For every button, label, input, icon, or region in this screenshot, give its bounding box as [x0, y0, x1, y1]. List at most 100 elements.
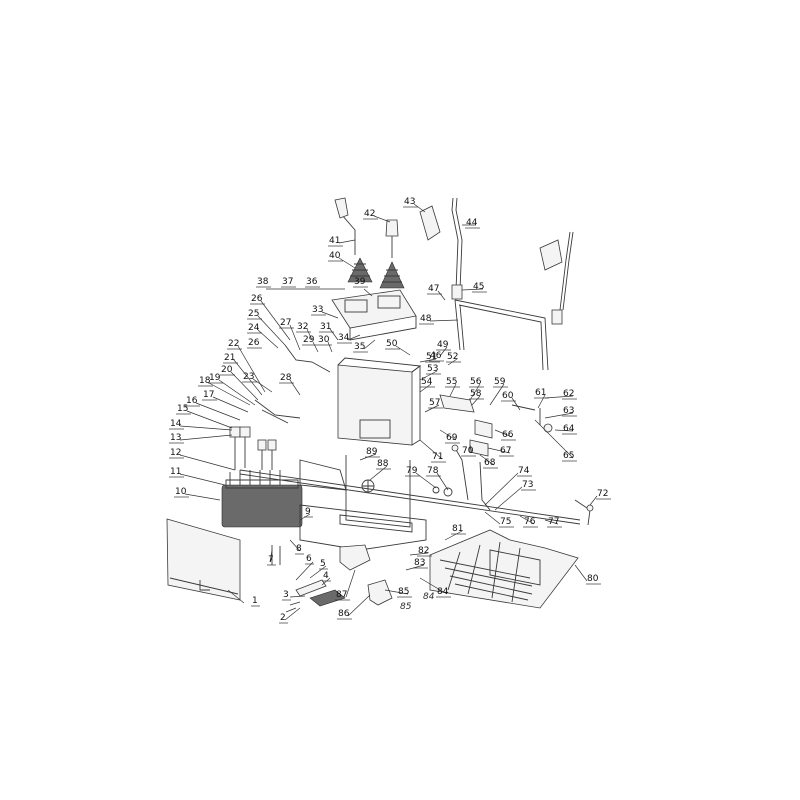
callout-80: 80: [587, 574, 599, 584]
support-bar: [451, 197, 463, 291]
callout-44: 44: [466, 218, 478, 228]
callout-66: 66: [502, 430, 514, 440]
callout-53: 53: [427, 364, 438, 374]
joystick-handles: [334, 197, 399, 258]
wire-harness: [361, 479, 375, 493]
callout-8: 8: [296, 544, 302, 554]
callout-81: 81: [452, 524, 463, 534]
callout-41: 41: [329, 236, 340, 246]
callout-30: 30: [318, 335, 330, 345]
callout-46: 46: [430, 351, 442, 361]
callout-68: 68: [484, 458, 496, 468]
callout-1: 1: [252, 596, 258, 606]
callout-42: 42: [364, 209, 375, 219]
callout-12: 12: [170, 448, 181, 458]
callout-5: 5: [320, 559, 326, 569]
callout-82: 82: [418, 546, 429, 556]
callout-79: 79: [406, 466, 418, 476]
callout-89: 89: [366, 447, 378, 457]
callout-6: 6: [306, 554, 312, 564]
callout-numbers: 1234567891011121314151617181920212223242…: [169, 197, 611, 624]
callout-48: 48: [420, 314, 432, 324]
callout-36: 36: [306, 277, 318, 287]
callout-14: 14: [170, 419, 182, 429]
callout-20: 20: [221, 365, 233, 375]
callout-50: 50: [386, 339, 398, 349]
callout-77: 77: [548, 517, 559, 527]
callout-55: 55: [446, 377, 457, 387]
callout-39: 39: [354, 277, 366, 287]
callout-71: 71: [432, 452, 443, 462]
callout-19: 19: [209, 373, 221, 383]
callout-63: 63: [563, 406, 574, 416]
callout-21: 21: [224, 353, 235, 363]
callout-87: 87: [336, 590, 347, 600]
callout-16: 16: [186, 396, 198, 406]
callout-2: 2: [280, 613, 286, 623]
callout-74: 74: [518, 466, 530, 476]
right-lever: [574, 499, 594, 526]
callout-67: 67: [500, 446, 511, 456]
floor-grate: [429, 529, 579, 609]
callout-88: 88: [377, 459, 389, 469]
mirror: [419, 205, 441, 241]
callout-64: 64: [563, 424, 575, 434]
callout-28: 28: [280, 373, 292, 383]
callout-27: 27: [280, 318, 291, 328]
roll-frame: [451, 284, 549, 371]
handwritten-label-84: 84: [423, 592, 435, 602]
callout-38: 38: [257, 277, 269, 287]
right-mirror: [539, 231, 574, 325]
side-panel: [166, 518, 241, 601]
callout-45: 45: [473, 282, 484, 292]
callout-83: 83: [414, 558, 425, 568]
handwritten-label-85: 85: [400, 602, 412, 612]
callout-9: 9: [305, 507, 311, 517]
callout-56: 56: [470, 377, 482, 387]
callout-4: 4: [323, 571, 329, 581]
callout-72: 72: [597, 489, 608, 499]
pedal-assembly: [271, 544, 393, 613]
callout-49: 49: [437, 340, 449, 350]
callout-43: 43: [404, 197, 415, 207]
joystick-boots: [347, 257, 405, 289]
handwritten-labels: 85 84: [400, 592, 435, 612]
callout-3: 3: [283, 590, 289, 600]
callout-84: 84: [437, 587, 449, 597]
callout-29: 29: [303, 335, 315, 345]
callout-24: 24: [248, 323, 260, 333]
callout-58: 58: [470, 389, 482, 399]
callout-32: 32: [297, 322, 308, 332]
control-valve-bank: [221, 470, 303, 528]
callout-52: 52: [447, 352, 458, 362]
callout-59: 59: [494, 377, 506, 387]
callout-86: 86: [338, 609, 350, 619]
callout-40: 40: [329, 251, 341, 261]
callout-31: 31: [320, 322, 331, 332]
callout-85: 85: [398, 587, 409, 597]
right-brackets: [439, 394, 553, 457]
callout-47: 47: [428, 284, 439, 294]
callout-23: 23: [243, 372, 254, 382]
callout-11: 11: [170, 467, 181, 477]
callout-17: 17: [203, 390, 214, 400]
callout-76: 76: [524, 517, 536, 527]
hydraulic-fittings: [229, 344, 331, 470]
callout-57: 57: [429, 398, 440, 408]
callout-78: 78: [427, 466, 439, 476]
callout-70: 70: [462, 446, 474, 456]
callout-7: 7: [268, 555, 274, 565]
leader-lines: [179, 203, 598, 621]
callout-60: 60: [502, 391, 514, 401]
callout-18: 18: [199, 376, 211, 386]
callout-34: 34: [338, 333, 350, 343]
callout-65: 65: [563, 451, 574, 461]
lever-linkage: [432, 444, 491, 511]
callout-10: 10: [175, 487, 187, 497]
callout-73: 73: [522, 480, 533, 490]
callout-22: 22: [228, 339, 239, 349]
callout-62: 62: [563, 389, 574, 399]
callout-61: 61: [535, 388, 546, 398]
seat-frame: [337, 357, 422, 533]
